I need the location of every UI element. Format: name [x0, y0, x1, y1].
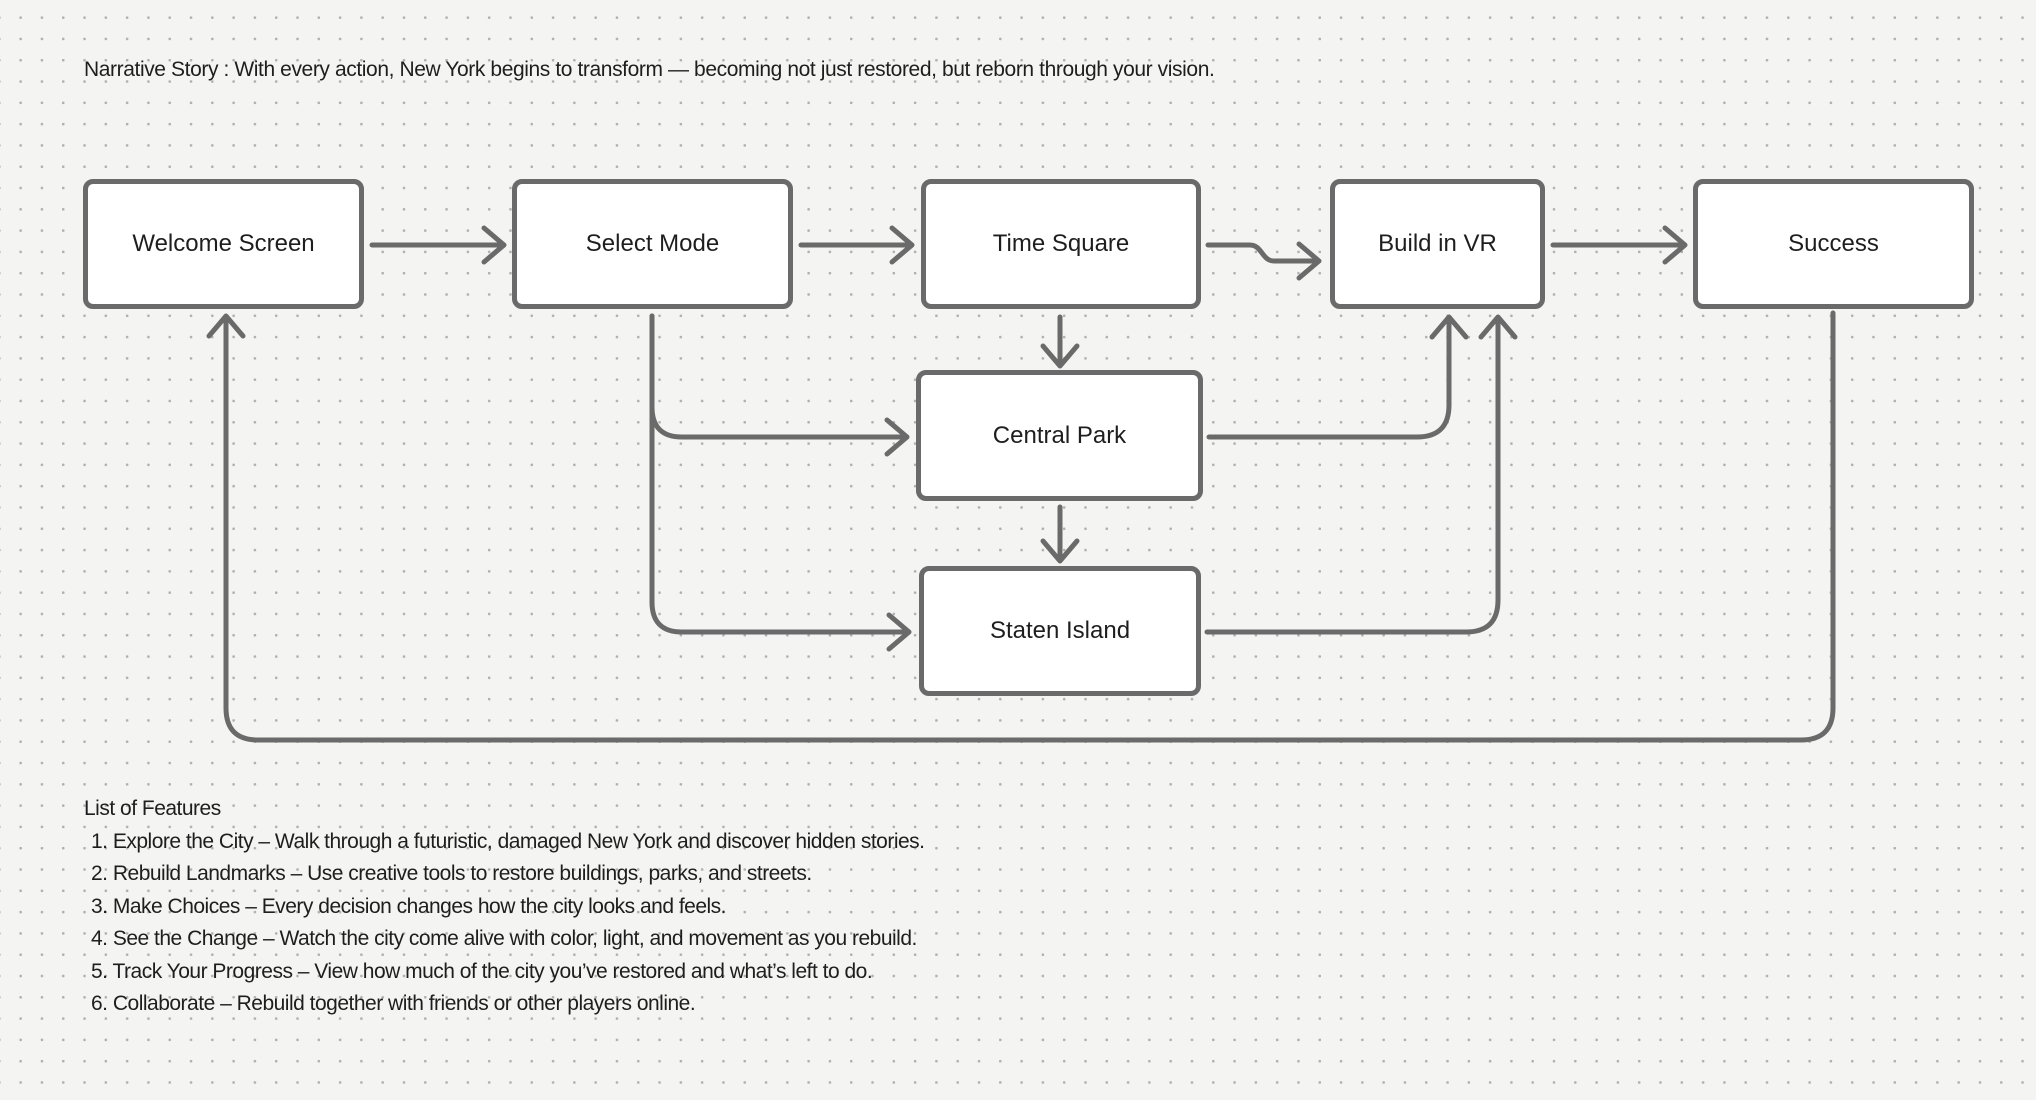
node-select-mode[interactable]: Select Mode [512, 179, 793, 309]
node-central-park-label: Central Park [992, 421, 1127, 449]
node-time-square[interactable]: Time Square [921, 179, 1201, 309]
arrow-select-mode-to-staten-island[interactable] [649, 313, 912, 652]
narrative-story-text[interactable]: Narrative Story : With every action, New… [84, 58, 1215, 81]
feature-item: 3. Make Choices – Every decision changes… [91, 894, 727, 918]
feature-item: 1. Explore the City – Walk through a fut… [91, 829, 925, 853]
node-central-park[interactable]: Central Park [916, 370, 1203, 501]
arrow-success-to-welcome[interactable] [206, 310, 1836, 743]
node-success-label: Success [1788, 230, 1879, 257]
arrow-time-square-to-build-vr[interactable] [1205, 241, 1322, 281]
node-welcome-screen[interactable]: Welcome Screen [83, 179, 364, 309]
node-select-mode-label: Select Mode [585, 230, 720, 257]
feature-item: 5. Track Your Progress – View how much o… [91, 959, 873, 983]
node-welcome-screen-label: Welcome Screen [132, 230, 315, 257]
arrow-staten-island-to-build-vr[interactable] [1204, 314, 1518, 635]
arrow-build-vr-to-success[interactable] [1550, 225, 1688, 265]
arrow-central-park-to-staten-island[interactable] [1040, 504, 1080, 564]
features-list[interactable]: List of Features 1. Explore the City – W… [84, 793, 925, 1021]
node-staten-island-label: Staten Island [989, 617, 1131, 644]
node-build-in-vr-label: Build in VR [1378, 230, 1497, 257]
node-staten-island[interactable]: Staten Island [919, 566, 1201, 696]
features-title: List of Features [84, 797, 221, 820]
arrow-central-park-to-build-vr[interactable] [1206, 314, 1469, 440]
node-success[interactable]: Success [1693, 179, 1974, 309]
arrow-select-mode-to-central-park[interactable] [649, 313, 910, 457]
arrow-select-mode-to-time-square[interactable] [798, 225, 915, 265]
node-time-square-label: Time Square [992, 230, 1130, 257]
arrow-welcome-to-select-mode[interactable] [369, 225, 507, 265]
feature-item: 4. See the Change – Watch the city come … [91, 927, 917, 950]
arrow-time-square-to-central-park[interactable] [1040, 314, 1080, 369]
feature-item: 6. Collaborate – Rebuild together with f… [91, 992, 696, 1015]
feature-item: 2. Rebuild Landmarks – Use creative tool… [91, 862, 812, 885]
node-build-in-vr[interactable]: Build in VR [1330, 179, 1545, 309]
